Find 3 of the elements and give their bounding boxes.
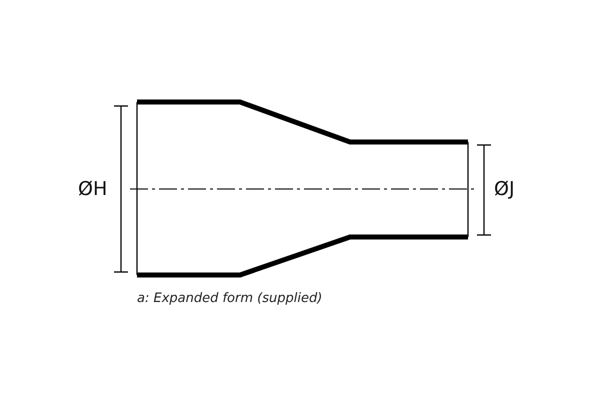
caption: a: Expanded form (supplied) — [137, 291, 322, 306]
dimension-label: ØJ — [494, 180, 515, 199]
dimension-label: ØH — [78, 180, 108, 199]
